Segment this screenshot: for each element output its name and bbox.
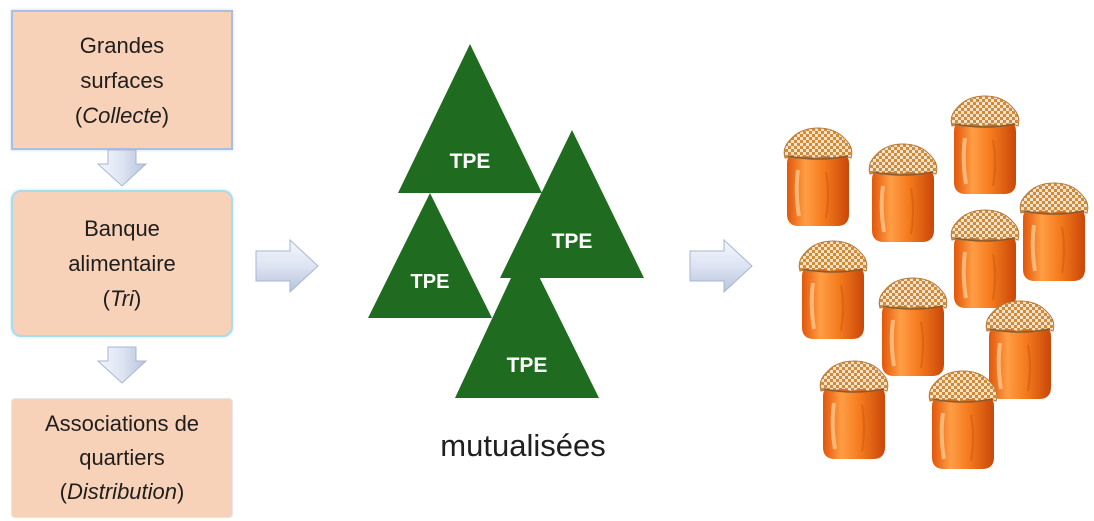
box-collecte-line1: Grandes (79, 32, 165, 58)
box-distribution-line1: Associations de (44, 411, 200, 436)
jam-jar-icon (984, 299, 1056, 401)
jam-jar-icon (949, 208, 1021, 310)
caption-mutualisees: mutualisées (440, 428, 606, 463)
jam-jar-icon (927, 369, 999, 471)
jam-jar-icon (818, 359, 890, 461)
jam-jar-icon (867, 142, 939, 244)
box-tri-line1: Banque (84, 216, 160, 241)
box-tri: Banque alimentaire (Tri) (11, 190, 233, 337)
arrow-right-icon-2 (689, 239, 753, 293)
tpe-label-3: TPE (552, 230, 593, 253)
box-distribution-line2: quartiers (79, 445, 165, 470)
jam-jar-icon (782, 126, 854, 228)
tpe-label-2: TPE (411, 271, 450, 293)
tpe-triangle-1: TPE (398, 44, 542, 193)
box-distribution-role: (Distribution) (59, 479, 185, 504)
box-distribution: Associations de quartiers (Distribution) (11, 398, 233, 518)
tpe-triangle-3: TPE (500, 130, 644, 278)
jam-jar-icon (1018, 181, 1090, 283)
tpe-label-1: TPE (450, 150, 491, 173)
tpe-triangle-2: TPE (368, 193, 492, 318)
jam-jar-icon (949, 94, 1021, 196)
box-collecte-line2: surfaces (80, 67, 164, 93)
arrow-down-icon-2 (97, 346, 147, 384)
jam-jar-icon (877, 276, 949, 378)
arrow-down-icon-1 (97, 149, 147, 187)
jam-jar-icon (797, 239, 869, 341)
box-collecte-role: (Collecte) (74, 102, 170, 128)
box-tri-line2: alimentaire (68, 251, 176, 276)
arrow-right-icon-1 (255, 239, 319, 293)
box-collecte: Grandes surfaces (Collecte) (11, 10, 233, 150)
box-tri-role: (Tri) (102, 286, 142, 311)
tpe-triangle-4: TPE (455, 248, 599, 398)
tpe-label-4: TPE (507, 354, 548, 377)
